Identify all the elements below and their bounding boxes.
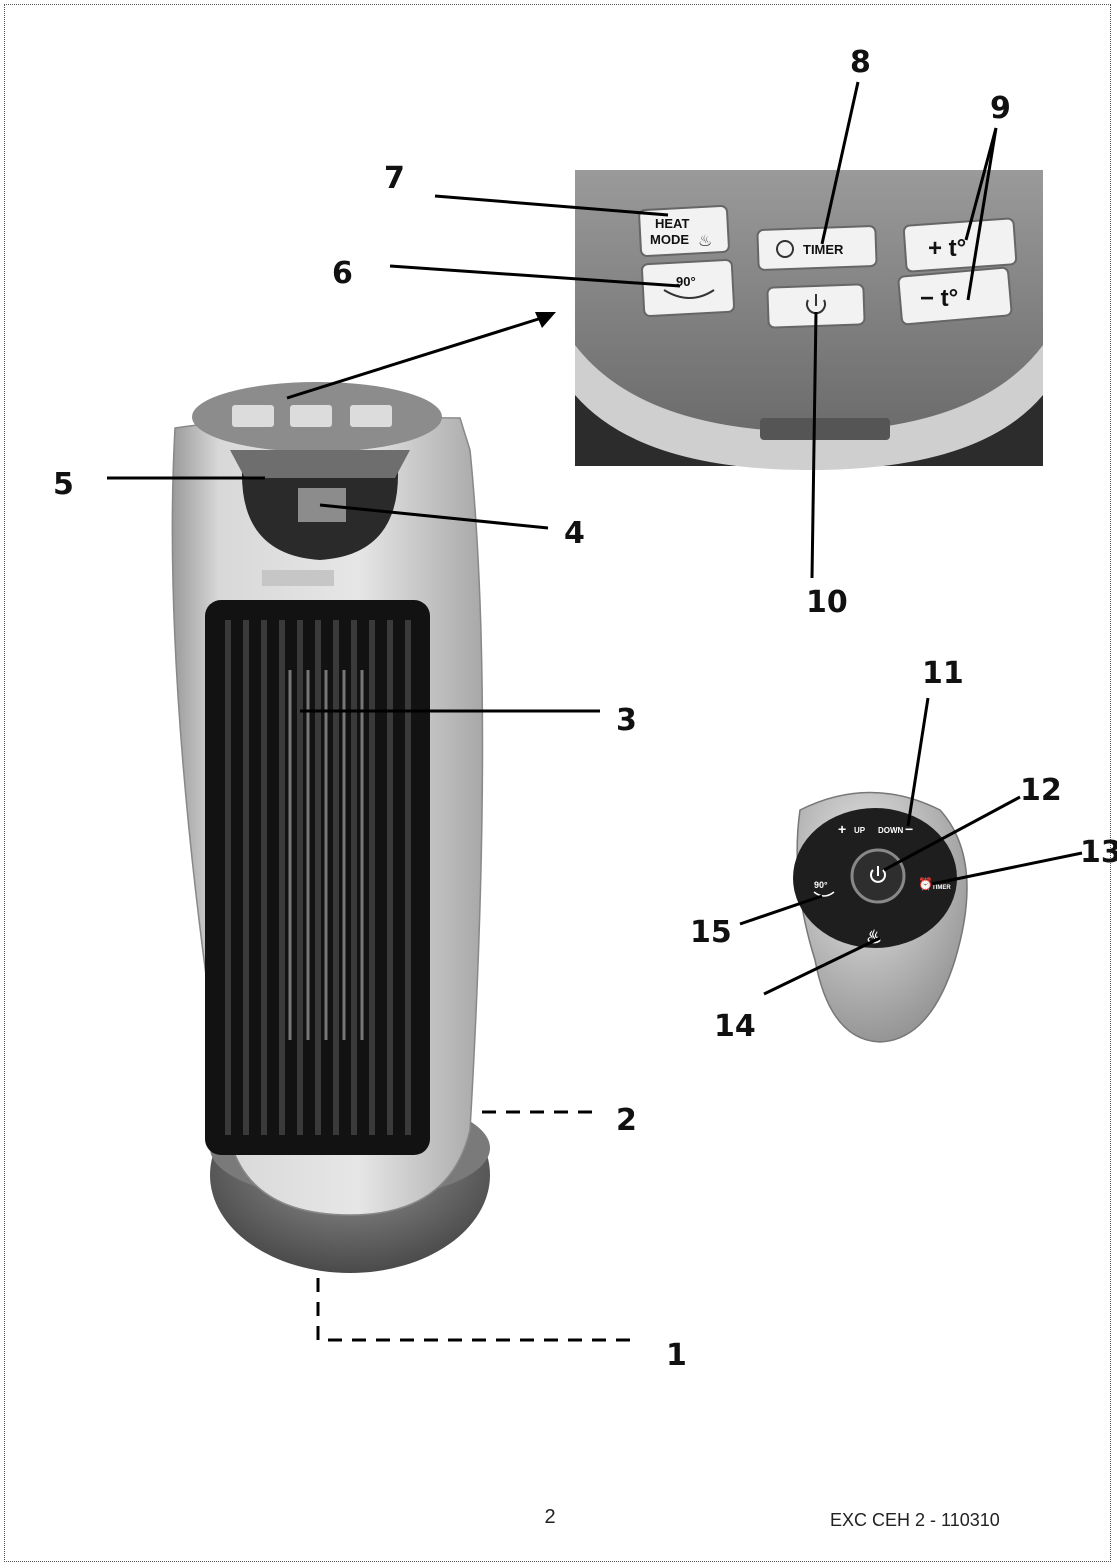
callout-14: 14 <box>714 1009 756 1044</box>
heating-element <box>288 670 364 1040</box>
leader-line-9a <box>964 127 998 241</box>
temp-down-button[interactable]: − t° <box>897 266 1013 326</box>
leader-line-15 <box>739 894 823 926</box>
remote-oscillation-label: 90° <box>814 880 828 890</box>
callout-7: 7 <box>384 161 405 196</box>
remote-down-label: DOWN <box>878 826 904 835</box>
remote-minus-icon: − <box>905 821 913 837</box>
leader-line-panel <box>286 314 549 400</box>
temp-up-label: + t° <box>928 235 966 262</box>
leader-line-6 <box>389 264 681 288</box>
callout-10: 10 <box>806 585 848 620</box>
heater-illustration <box>171 382 490 1273</box>
callout-12: 12 <box>1020 773 1062 808</box>
leader-line-13 <box>931 851 1083 886</box>
callout-6: 6 <box>332 256 353 291</box>
callout-15: 15 <box>690 915 732 950</box>
panel-rim <box>575 345 1043 470</box>
leader-line-4 <box>319 503 549 530</box>
heat-waves-icon: ♨ <box>698 231 712 250</box>
leader-line-1 <box>316 1278 640 1342</box>
page-number: 2 <box>544 1506 556 1528</box>
callout-1: 1 <box>666 1338 687 1373</box>
leader-line-7 <box>434 194 669 217</box>
oscillation-button[interactable]: 90° <box>641 258 735 318</box>
temp-down-label: − t° <box>920 285 958 312</box>
grille-louvers <box>225 620 411 1135</box>
heater-button <box>350 405 392 427</box>
remote-plus-icon: + <box>838 821 846 837</box>
heater-button <box>232 405 274 427</box>
remote-oscillation-arc-icon <box>813 891 835 897</box>
manual-page <box>4 4 1111 1562</box>
remote-timer-label: TIMER <box>932 885 951 891</box>
oscillation-label: 90° <box>676 274 696 289</box>
callout-11: 11 <box>922 656 964 691</box>
display-hood <box>230 450 410 478</box>
heat-mode-button[interactable]: HEAT MODE ♨ <box>638 205 730 257</box>
remote-up-label: UP <box>854 826 866 835</box>
remote-alarm-icon: ⏰ <box>918 876 933 891</box>
leader-line-12 <box>883 795 1021 872</box>
callout-13: 13 <box>1080 835 1117 870</box>
remote-control: + UP DOWN − 90° ⏰ TIMER ♨ <box>793 791 968 1043</box>
heat-mode-label-line2: MODE <box>650 232 689 247</box>
leader-line-8 <box>820 81 860 245</box>
callout-5: 5 <box>53 467 74 502</box>
heater-button <box>290 405 332 427</box>
leader-line-9b <box>966 127 998 301</box>
control-panel-closeup: HEAT MODE ♨ 90° TIMER + t° <box>575 170 1043 470</box>
callout-9: 9 <box>990 91 1011 126</box>
leader-line-11 <box>906 697 930 827</box>
brand-logo <box>262 570 334 586</box>
leader-arrowhead <box>535 312 556 328</box>
oscillation-arc-icon <box>663 289 715 299</box>
callout-4: 4 <box>564 516 585 551</box>
leader-line-10 <box>810 311 818 579</box>
leader-line-14 <box>763 936 881 996</box>
heat-mode-label-line1: HEAT <box>655 216 689 231</box>
callout-2: 2 <box>616 1103 637 1138</box>
document-code: EXC CEH 2 - 110310 <box>830 1510 1000 1530</box>
callout-8: 8 <box>850 45 871 80</box>
power-button[interactable] <box>766 283 866 329</box>
callout-numbers: 1 2 3 4 5 6 7 8 9 10 11 12 13 14 15 <box>53 45 1117 1373</box>
alarm-clock-icon <box>776 240 794 258</box>
panel-lower-slot <box>760 418 890 440</box>
timer-label: TIMER <box>803 242 844 257</box>
callout-3: 3 <box>616 703 637 738</box>
temp-up-button[interactable]: + t° <box>902 217 1018 273</box>
remote-power-icon <box>870 866 886 883</box>
timer-button[interactable]: TIMER <box>756 225 878 271</box>
leader-lines <box>107 81 1083 1342</box>
